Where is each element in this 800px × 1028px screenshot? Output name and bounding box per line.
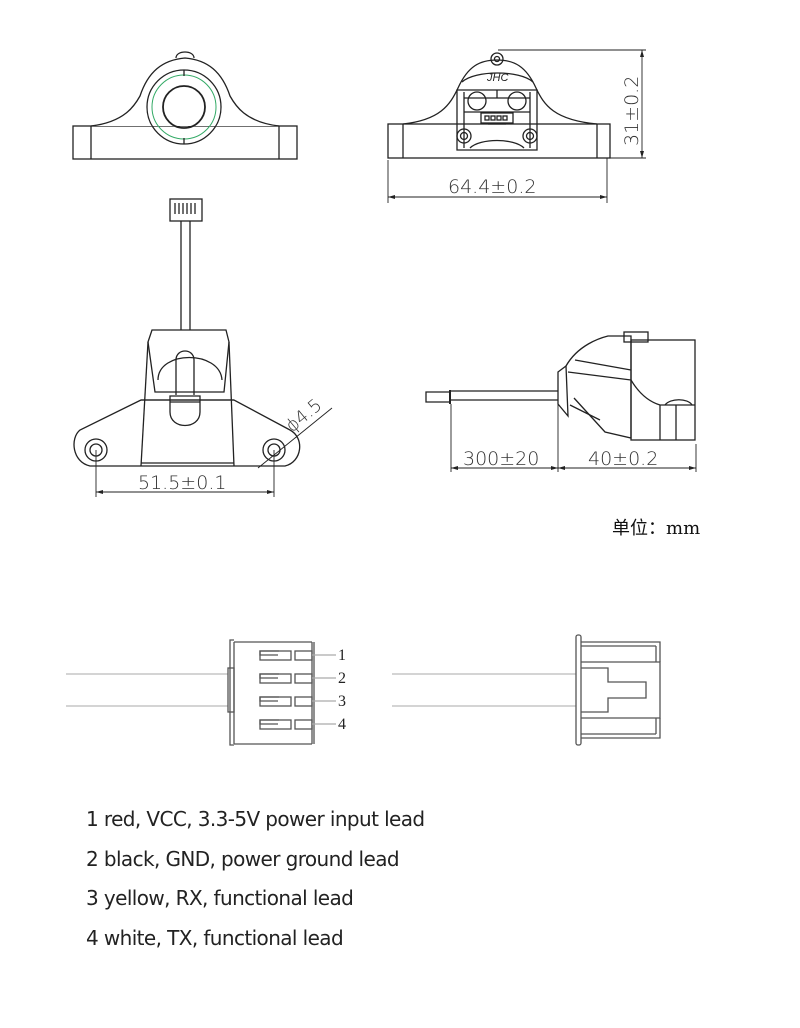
pin-2	[259, 673, 336, 684]
top-view	[73, 198, 333, 497]
pin-3	[259, 696, 336, 707]
dim-cable-length: 300±20	[463, 448, 539, 470]
pin-1	[259, 650, 336, 661]
side-view	[425, 331, 697, 472]
dim-rear-width: 64.4±0.2	[448, 176, 536, 198]
legend-item-pin-4: 4 white, TX, functional lead	[86, 925, 344, 950]
pin-label-4: 4	[338, 716, 346, 733]
pin-label-3: 3	[338, 693, 346, 710]
unit-label: 单位：mm	[612, 518, 701, 539]
dim-rear-height: 31±0.2	[621, 76, 643, 146]
dim-top-width: 51.5±0.1	[138, 472, 226, 494]
legend-item-pin-1: 1 red, VCC, 3.3-5V power input lead	[86, 807, 425, 831]
pin-legend: 1 red, VCC, 3.3-5V power input lead 2 bl…	[86, 800, 425, 958]
pin-label-1: 1	[338, 647, 346, 664]
legend-item-pin-3: 3 yellow, RX, functional lead	[86, 886, 354, 910]
rear-view: JHC	[387, 49, 646, 203]
connector-pin-view	[66, 639, 336, 746]
svg-text:JHC: JHC	[486, 72, 508, 84]
legend-item-pin-2: 2 black, GND, power ground lead	[86, 846, 400, 871]
pin-label-2: 2	[338, 670, 346, 687]
front-view	[72, 51, 298, 160]
pin-4	[259, 719, 336, 730]
connector-side-view	[392, 634, 661, 746]
dim-body-length: 40±0.2	[588, 448, 658, 470]
